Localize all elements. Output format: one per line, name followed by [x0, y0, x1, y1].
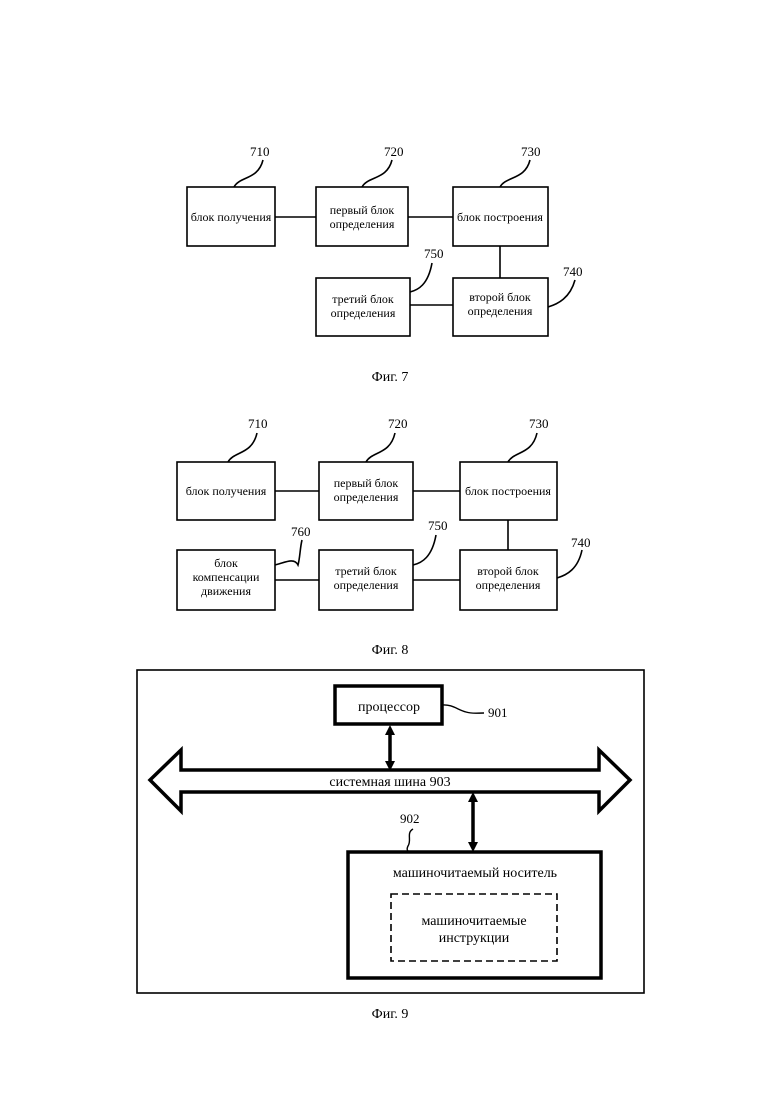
figure-9-text: процессор 901 системная шина 903 902 маш… — [329, 700, 557, 1022]
processor-label: процессор — [358, 700, 420, 715]
ref-710: 710 — [248, 416, 268, 431]
block-730-label: блок построения — [457, 210, 543, 224]
leader-750 — [410, 263, 432, 292]
figure-8-caption: Фиг. 8 — [372, 643, 409, 658]
block-740-label: второй блокопределения — [476, 564, 541, 592]
ref-750: 750 — [428, 518, 448, 533]
ref-720: 720 — [388, 416, 408, 431]
block-750-label: третий блокопределения — [334, 564, 399, 592]
ref-902: 902 — [400, 811, 420, 826]
ref-730: 730 — [529, 416, 549, 431]
figure-8-text: 710 720 730 740 750 760 блок получения п… — [186, 416, 591, 658]
leader-740 — [548, 280, 575, 307]
block-750-label: третий блокопределения — [331, 292, 396, 320]
leader-710 — [234, 160, 263, 187]
leader-720 — [366, 433, 395, 462]
ref-901: 901 — [488, 705, 508, 720]
leader-902 — [407, 829, 413, 852]
block-740-label: второй блокопределения — [468, 290, 533, 318]
leader-750 — [413, 535, 436, 565]
block-710-label: блок получения — [186, 484, 267, 498]
figure-9 — [137, 670, 644, 993]
block-760-label: блоккомпенсациидвижения — [193, 556, 260, 598]
block-710-label: блок получения — [191, 210, 272, 224]
ref-750: 750 — [424, 246, 444, 261]
figure-7-caption: Фиг. 7 — [372, 370, 409, 385]
system-bus-label: системная шина 903 — [329, 775, 450, 790]
ref-740: 740 — [571, 535, 591, 550]
leader-730 — [508, 433, 537, 462]
ref-760: 760 — [291, 524, 311, 539]
ref-730: 730 — [521, 144, 541, 159]
instructions-label: машиночитаемыеинструкции — [421, 914, 526, 946]
leader-901 — [442, 705, 484, 713]
medium-label: машиночитаемый носитель — [393, 866, 557, 881]
leader-730 — [500, 160, 530, 187]
figure-7-text: 710 720 730 740 750 блок получения первы… — [191, 144, 583, 385]
ref-740: 740 — [563, 264, 583, 279]
leader-710 — [228, 433, 257, 462]
block-720-label: первый блокопределения — [330, 203, 395, 231]
outer-frame — [137, 670, 644, 993]
leader-720 — [362, 160, 392, 187]
leader-760 — [275, 540, 302, 565]
block-720-label: первый блокопределения — [334, 476, 399, 504]
figure-9-caption: Фиг. 9 — [372, 1007, 409, 1022]
block-730-label: блок построения — [465, 484, 551, 498]
leader-740 — [557, 550, 582, 578]
ref-720: 720 — [384, 144, 404, 159]
ref-710: 710 — [250, 144, 270, 159]
